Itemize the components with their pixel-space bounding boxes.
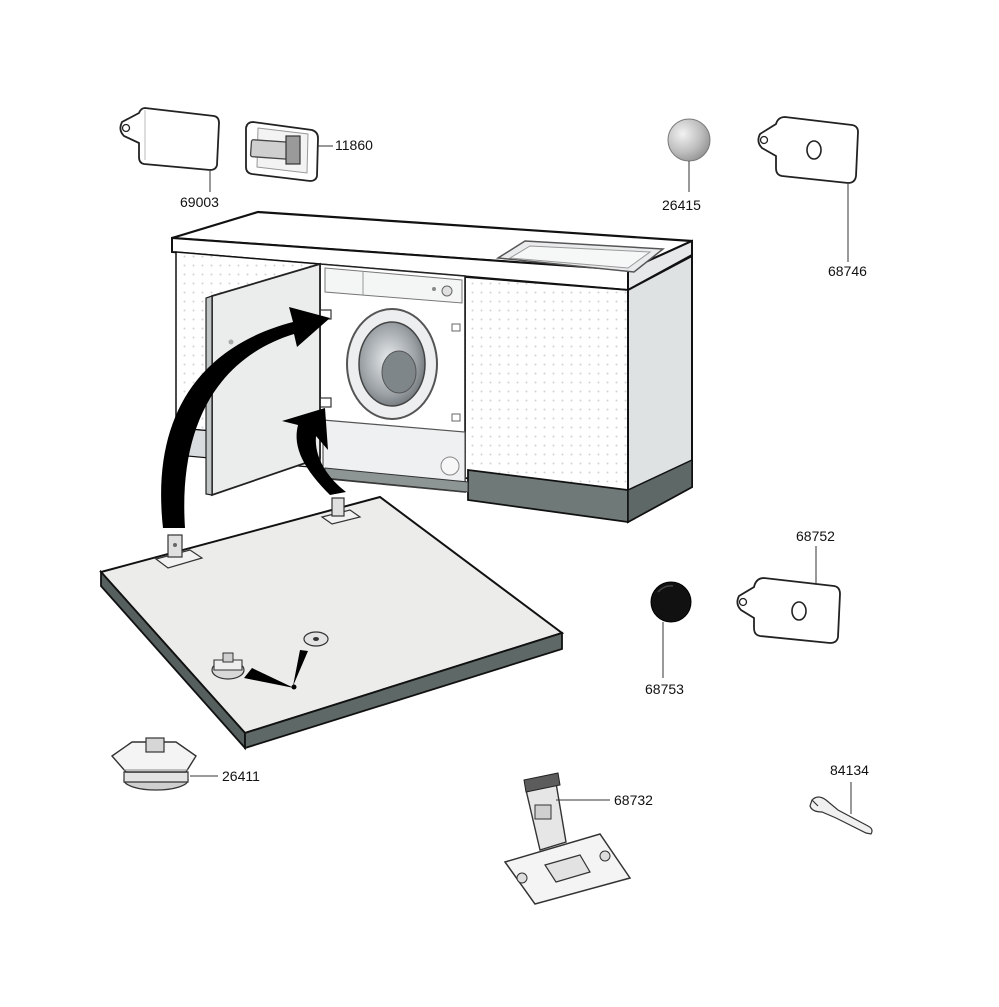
- label-26411: 26411: [222, 768, 260, 784]
- panel-plug: [211, 652, 245, 680]
- part-68732-hinge: [503, 772, 632, 905]
- panel-hinge-right: [320, 497, 362, 525]
- mounting-direction-arrows: [161, 307, 346, 528]
- label-69003: 69003: [180, 194, 219, 210]
- label-26415: 26415: [662, 197, 701, 213]
- label-68732: 68732: [614, 792, 653, 808]
- panel-hinge-left: [154, 534, 204, 569]
- part-84134-wrench: [809, 782, 873, 835]
- part-68753-cap: [650, 581, 692, 678]
- part-68752-tag: [736, 546, 841, 644]
- part-11860-latch: [245, 121, 333, 182]
- panel-washer: [303, 631, 329, 647]
- part-26411-plug: [110, 737, 218, 791]
- label-68746: 68746: [828, 263, 867, 279]
- built-in-cabinet: [171, 210, 693, 524]
- part-68746-tag: [757, 116, 859, 262]
- washing-machine: [319, 263, 469, 493]
- part-26415-disc: [667, 118, 711, 192]
- label-68753: 68753: [645, 681, 684, 697]
- part-69003-tag: [119, 107, 220, 192]
- label-11860: 11860: [335, 137, 373, 153]
- decor-panel: [99, 495, 565, 751]
- label-68752: 68752: [796, 528, 835, 544]
- label-84134: 84134: [830, 762, 869, 778]
